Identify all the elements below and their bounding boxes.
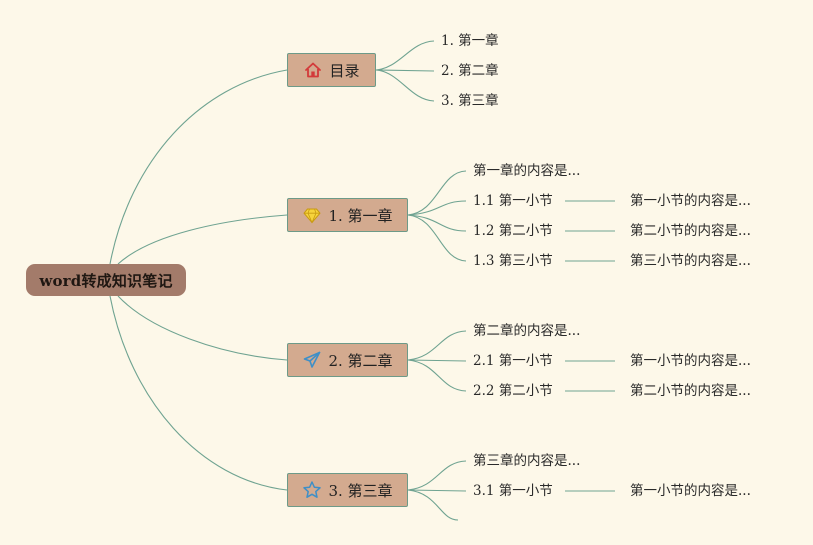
chapter-2-intro[interactable]: 第二章的内容是... (473, 323, 581, 339)
chapter-1-section-2-content[interactable]: 第二小节的内容是... (630, 223, 751, 239)
connector-root-ch1 (117, 214, 288, 265)
branch-chapter-1[interactable]: 1. 第一章 (287, 198, 408, 232)
root-topic[interactable]: word转成知识笔记 (26, 264, 186, 296)
chapter-3-section-1[interactable]: 3.1 第一小节 (473, 483, 553, 499)
branch-chapter-3-label: 3. 第三章 (328, 481, 393, 500)
star-icon (302, 480, 322, 500)
paper-plane-icon (302, 350, 322, 370)
branch-chapter-1-label: 1. 第一章 (328, 206, 393, 225)
chapter-1-section-2[interactable]: 1.2 第二小节 (473, 223, 553, 239)
chapter-1-intro[interactable]: 第一章的内容是... (473, 163, 581, 179)
connector-root-ch2 (117, 295, 288, 361)
chapter-3-intro[interactable]: 第三章的内容是... (473, 453, 581, 469)
diamond-icon (302, 205, 322, 225)
chapter-1-section-3[interactable]: 1.3 第三小节 (473, 253, 553, 269)
chapter-2-section-1-content[interactable]: 第一小节的内容是... (630, 353, 751, 369)
branch-chapter-3[interactable]: 3. 第三章 (287, 473, 408, 507)
chapter-1-section-1[interactable]: 1.1 第一小节 (473, 193, 553, 209)
branch-toc-label: 目录 (329, 61, 360, 80)
root-topic-label: word转成知识笔记 (39, 271, 173, 290)
branch-chapter-2-label: 2. 第二章 (328, 351, 393, 370)
branch-toc[interactable]: 目录 (287, 53, 376, 87)
branch-chapter-2[interactable]: 2. 第二章 (287, 343, 408, 377)
chapter-1-section-3-content[interactable]: 第三小节的内容是... (630, 253, 751, 269)
toc-item-3[interactable]: 3. 第三章 (441, 93, 499, 109)
connector-root-ch3 (109, 295, 288, 491)
chapter-2-section-1[interactable]: 2.1 第一小节 (473, 353, 553, 369)
toc-item-1[interactable]: 1. 第一章 (441, 33, 499, 49)
connector-root-toc (109, 69, 288, 265)
home-icon (303, 60, 323, 80)
chapter-3-section-1-content[interactable]: 第一小节的内容是... (630, 483, 751, 499)
toc-item-2[interactable]: 2. 第二章 (441, 63, 499, 79)
chapter-2-section-2-content[interactable]: 第二小节的内容是... (630, 383, 751, 399)
chapter-2-section-2[interactable]: 2.2 第二小节 (473, 383, 553, 399)
chapter-1-section-1-content[interactable]: 第一小节的内容是... (630, 193, 751, 209)
